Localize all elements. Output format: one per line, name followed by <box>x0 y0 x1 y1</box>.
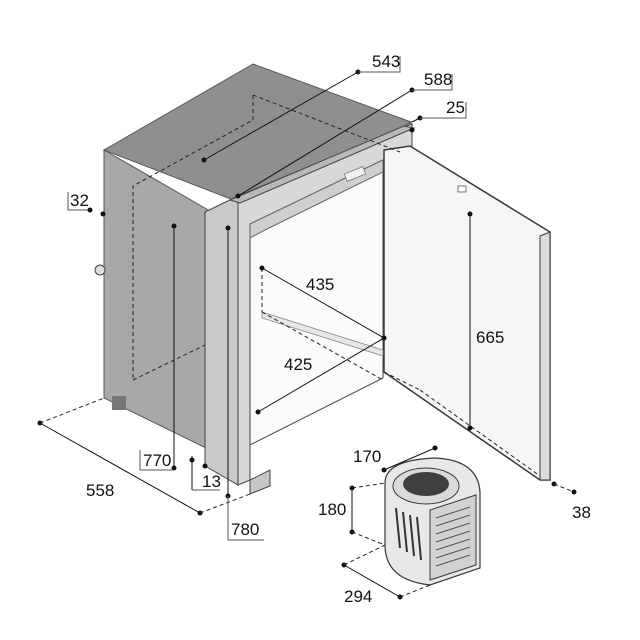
dim-label-588: 588 <box>424 70 452 89</box>
dim-label-294: 294 <box>344 587 372 606</box>
door-edge <box>539 231 551 481</box>
dim-label-180: 180 <box>318 500 346 519</box>
frame-top-lip <box>228 125 416 204</box>
dim-label-13: 13 <box>202 472 221 491</box>
dim-label-543: 543 <box>372 52 400 71</box>
dim-label-38: 38 <box>572 503 591 522</box>
compressor-unit <box>384 457 481 586</box>
compressor-grille-slats <box>435 506 471 567</box>
front-frame <box>204 123 416 495</box>
frame-side-strip <box>204 195 239 486</box>
door-latch <box>457 185 467 193</box>
dim-label-558: 558 <box>86 481 114 500</box>
interior-shelf <box>261 311 384 357</box>
dim-label-32: 32 <box>70 191 89 210</box>
dim-label-170: 170 <box>353 447 381 466</box>
compressor-fan-hub <box>403 472 449 496</box>
compressor-fins <box>395 507 422 561</box>
dim-label-770: 770 <box>143 451 171 470</box>
door-panel <box>383 145 551 481</box>
hidden-lines <box>132 94 541 477</box>
dim-label-665: 665 <box>476 328 504 347</box>
side-knob <box>94 264 106 276</box>
interior-light <box>343 166 367 182</box>
dimension-labels: 543 588 25 32 435 425 665 770 13 558 780… <box>70 52 591 606</box>
dim-label-25: 25 <box>446 98 465 117</box>
cabinet-foot <box>112 396 126 410</box>
open-door <box>383 145 551 481</box>
dim-label-425: 425 <box>284 355 312 374</box>
frame-base-plate <box>249 469 271 495</box>
dim-label-780: 780 <box>231 520 259 539</box>
dim-label-435: 435 <box>306 275 334 294</box>
dimension-lines <box>37 56 577 600</box>
